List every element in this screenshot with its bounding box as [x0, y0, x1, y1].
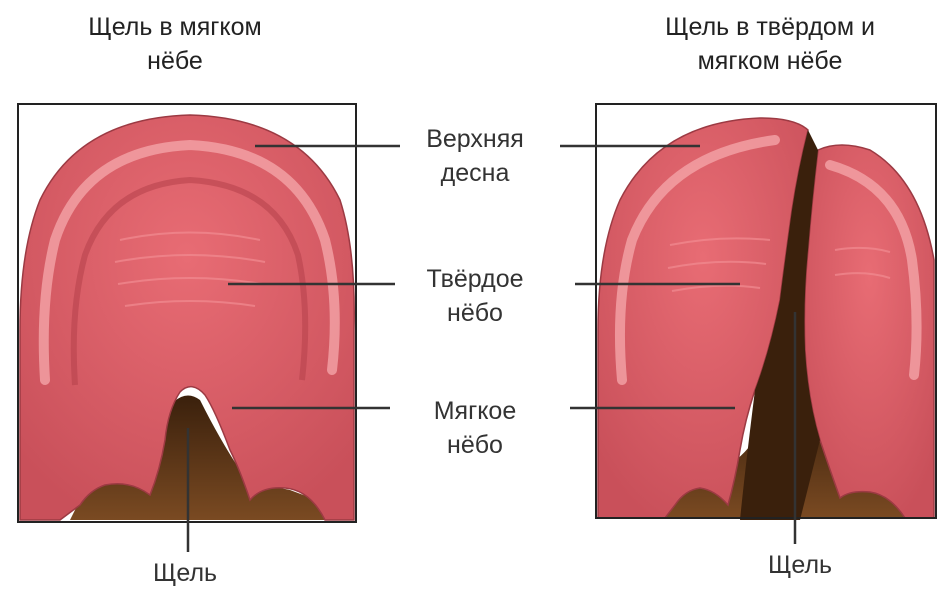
label-soft-palate-line1: Мягкое	[395, 394, 555, 428]
label-upper-gum-line1: Верхняя	[395, 122, 555, 156]
label-soft-palate: Мягкое нёбо	[395, 394, 555, 462]
label-cleft-left: Щель	[130, 556, 240, 590]
label-cleft-right: Щель	[745, 548, 855, 582]
title-right: Щель в твёрдом и мягком нёбе	[620, 10, 920, 78]
title-right-line1: Щель в твёрдом и	[620, 10, 920, 44]
label-upper-gum-line2: десна	[395, 156, 555, 190]
title-left-line2: нёбе	[40, 44, 310, 78]
label-hard-palate-line2: нёбо	[395, 296, 555, 330]
label-soft-palate-line2: нёбо	[395, 428, 555, 462]
title-left: Щель в мягком нёбе	[40, 10, 310, 78]
title-left-line1: Щель в мягком	[40, 10, 310, 44]
label-hard-palate-line1: Твёрдое	[395, 262, 555, 296]
label-upper-gum: Верхняя десна	[395, 122, 555, 190]
right-panel	[596, 104, 936, 520]
label-hard-palate: Твёрдое нёбо	[395, 262, 555, 330]
title-right-line2: мягком нёбе	[620, 44, 920, 78]
